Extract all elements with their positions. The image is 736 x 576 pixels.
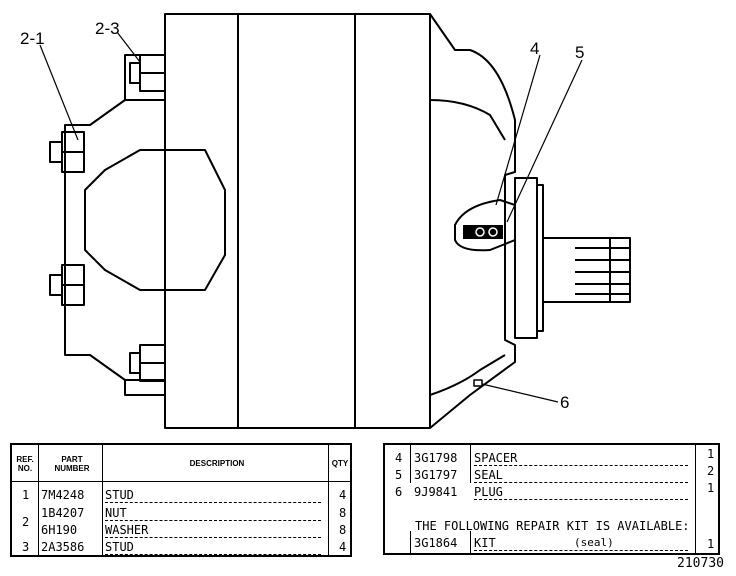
r-row3-part: 9J9841 [414,485,458,499]
stud-bottom [129,344,166,382]
row4-desc: STUD [105,540,321,555]
nut-lower-left [49,264,85,306]
seal-cutout [454,199,516,252]
parts-table-left: REF. NO. PART NUMBER DESCRIPTION QTY 1 7… [10,443,352,557]
plug [473,379,483,387]
kit-note: THE FOLLOWING REPAIR KIT IS AVAILABLE: [415,519,690,533]
leader-5 [506,59,583,223]
end-cap [64,54,165,396]
r-row3-qty: 1 [707,481,715,495]
row2-qty: 8 [339,506,347,520]
r-row2-desc-text: SEAL [474,468,503,482]
leader-4 [495,54,541,206]
leader-2-3 [116,31,141,63]
row2-desc-text: NUT [105,506,127,520]
r-row2-qty: 2 [707,464,715,478]
row1-desc-text: STUD [105,488,134,502]
header-description: DESCRIPTION [189,459,245,468]
kit-desc: KIT (seal) [474,536,688,551]
flange-edge [536,184,544,332]
r-row3-desc-text: PLUG [474,485,503,499]
row4-part: 2A3586 [41,540,85,554]
r-row2-part: 3G1797 [414,468,458,482]
row1-qty: 4 [339,488,347,502]
row2-desc: NUT [105,506,321,521]
row2-part: 1B4207 [41,506,85,520]
port-opening [84,149,226,291]
parts-table-right: 4 3G1798 SPACER 1 5 3G1797 SEAL 2 6 9J98… [383,443,720,555]
upper-boss [429,50,506,141]
r-row3-ref: 6 [395,485,403,499]
row3-desc: WASHER [105,523,321,538]
header-part-number: PART NUMBER [54,455,90,473]
kit-qty: 1 [707,537,715,551]
mounting-flange [514,177,538,339]
callout-2-1: 2-1 [20,29,45,48]
r-row1-ref: 4 [395,451,403,465]
row3-part: 6H190 [41,523,78,537]
r-row1-part: 3G1798 [414,451,458,465]
row3-desc-text: WASHER [105,523,149,537]
r-row2-desc: SEAL [474,468,688,483]
kit-desc-text: KIT [474,536,496,550]
seal-ring [488,227,498,237]
figure-number: 210730 [677,556,724,571]
callout-6: 6 [560,393,570,412]
r-row1-qty: 1 [707,447,715,461]
r-row2-ref: 5 [395,468,403,482]
seal-ring [475,227,485,237]
lower-boss [429,354,506,396]
pump-drawing [39,13,631,429]
header-qty: QTY [331,459,349,468]
row3-ref: 2 [22,515,30,529]
row4-ref: 3 [22,540,30,554]
stud-top [129,54,166,92]
output-shaft [543,237,631,303]
kit-note-seal: (seal) [574,536,614,550]
row1-desc: STUD [105,488,321,503]
row4-qty: 4 [339,540,347,554]
r-row1-desc: SPACER [474,451,688,466]
row1-part: 7M4248 [41,488,85,502]
row4-desc-text: STUD [105,540,134,554]
callout-2-3: 2-3 [95,19,120,38]
r-row1-desc-text: SPACER [474,451,518,465]
leader-2-1 [39,44,79,141]
callout-4: 4 [530,39,540,58]
row1-ref: 1 [22,488,30,502]
callout-5: 5 [575,43,585,62]
r-row3-desc: PLUG [474,485,688,500]
leader-6 [481,383,559,403]
nut-upper-left [49,131,85,173]
pump-housing [164,13,516,429]
kit-part: 3G1864 [414,536,458,550]
header-ref: REF. NO. [16,455,34,473]
row3-qty: 8 [339,523,347,537]
end-cap-inner [125,99,165,381]
